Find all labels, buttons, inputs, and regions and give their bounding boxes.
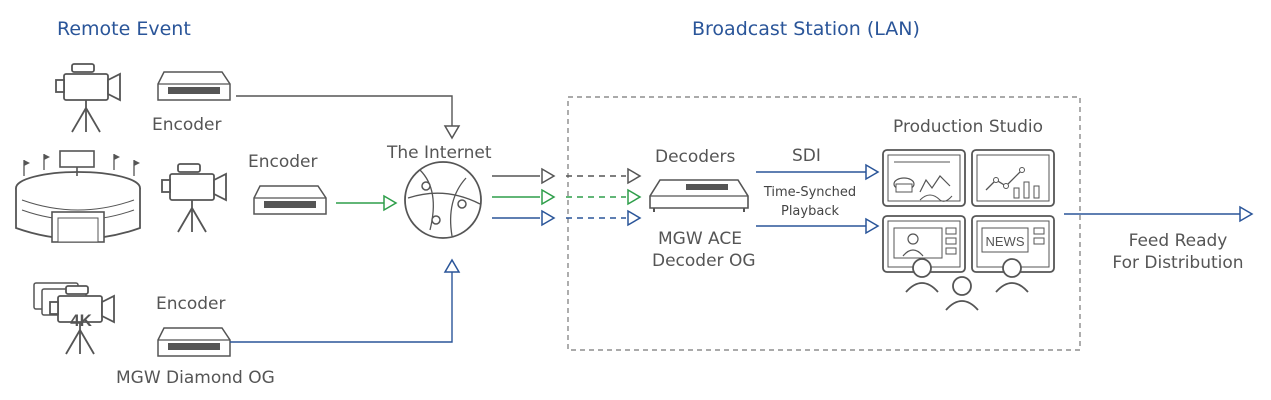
arrow-right-icon [541,188,556,206]
encoder-label-bottom: Encoder [156,294,226,314]
time-synched-label: Time-Synched Playback [756,183,864,221]
encoder-label-top: Encoder [152,115,222,135]
time-synched-line1: Time-Synched [763,185,857,200]
time-synched-line2: Playback [780,204,839,219]
encoder-device-icon [157,71,231,101]
encoder-device-icon [253,185,327,215]
sdi-label: SDI [792,146,821,166]
arrow-up-icon [443,258,461,273]
mgw-ace-line1: MGW ACE [658,229,742,249]
mgw-ace-label: MGW ACE Decoder OG [652,228,756,272]
monitor-icon [882,149,966,207]
internet-globe-icon [404,161,482,239]
arrow-right-icon [541,167,556,185]
arrow-down-icon [443,125,461,140]
camera-icon [55,63,121,133]
news-screen-label: NEWS [986,234,1025,249]
arrow-right-icon [383,194,398,212]
stream-line-blue-in [230,270,453,343]
mgw-diamond-label: MGW Diamond OG [116,368,275,388]
arrow-right-icon [627,188,642,206]
arrow-right-icon [865,163,880,181]
lan-boundary [567,96,1081,351]
people-icon [905,258,1029,311]
broadcast-station-heading: Broadcast Station (LAN) [692,18,920,40]
arrow-right-icon [541,209,556,227]
feed-ready-label: Feed Ready For Distribution [1112,230,1244,274]
arrow-right-icon [627,167,642,185]
feed-ready-line2: For Distribution [1112,253,1244,273]
decoder-device-icon [649,179,749,212]
internet-label: The Internet [387,143,492,163]
arrow-right-icon [1239,205,1254,223]
encoder-label-middle: Encoder [248,152,318,172]
camera-icon [161,163,227,233]
stream-line-gray-in [236,95,453,128]
production-studio-label: Production Studio [893,117,1043,137]
feed-ready-line1: Feed Ready [1128,231,1228,251]
monitor-icon [971,149,1055,207]
monitor-icon: NEWS [971,215,1055,273]
encoder-device-icon [157,327,231,357]
arrow-right-icon [865,217,880,235]
monitor-icon [882,215,966,273]
decoders-label: Decoders [655,147,736,167]
remote-event-heading: Remote Event [57,18,191,40]
arrow-right-icon [627,209,642,227]
camera-4k-label: 4K [70,311,92,330]
mgw-ace-line2: Decoder OG [652,251,756,271]
stadium-icon [15,150,141,243]
camera-4k-icon: 4K [33,282,115,355]
